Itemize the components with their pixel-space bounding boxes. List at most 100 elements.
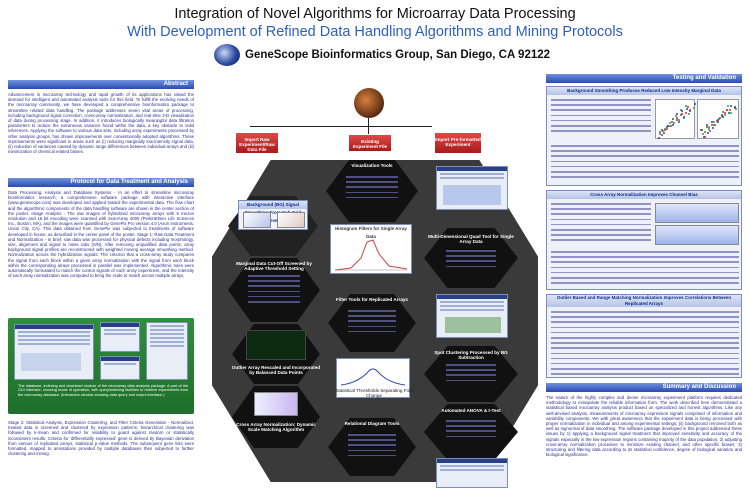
scatter-point (687, 112, 690, 115)
scatter-point (671, 118, 674, 121)
database-flowchart (146, 322, 188, 380)
bg-smoothing-figure: Background (BG) Signal Smoothing From Su… (238, 200, 308, 230)
spot-clustering-text (446, 364, 496, 385)
scatter-point (692, 107, 695, 110)
flow-arrow (250, 126, 432, 127)
scatter-point (733, 105, 736, 108)
scatter-point (708, 130, 711, 133)
cross-norm-plot (254, 392, 298, 416)
abstract-text: Advancement in microarray technology and… (8, 92, 194, 155)
protocol-heading: Protocol for Data Treatment and Analysis (8, 178, 194, 187)
stats-figure: Statistical Thresholds Separating Fold C… (335, 358, 413, 398)
relational-text (348, 434, 396, 460)
visualization-screenshot (436, 166, 508, 210)
scatter-point (711, 121, 714, 124)
scatter-point (718, 116, 721, 119)
scatter-point (660, 128, 663, 131)
database-figure-panel: The database, indexing and download modu… (8, 318, 194, 414)
scatter-point (681, 109, 684, 112)
cross-banner: Cross Array Normalization Improves Chann… (547, 191, 741, 199)
cross-plot-1 (655, 203, 739, 223)
spot-clustering-label: Spot Clustering Processed by BG Subtract… (434, 350, 508, 360)
filter-screenshot (436, 294, 508, 338)
scatter-point (730, 104, 733, 107)
scatter-point (707, 132, 710, 135)
scatter-point (669, 122, 672, 125)
scatter-point (716, 119, 719, 122)
scatter-point (721, 114, 724, 117)
cross-panel-text-2 (551, 251, 739, 287)
poster-subtitle: With Development of Refined Data Handlin… (127, 24, 623, 40)
scatter-point (658, 137, 660, 139)
relational-label: Relational Diagram Tools (344, 421, 400, 426)
bg-smoothing-caption: Background (BG) Signal Smoothing From Su… (239, 201, 307, 223)
relational-screenshot (436, 458, 508, 488)
scatter-point (703, 130, 706, 133)
scatter-point (667, 124, 670, 127)
scatter-point (711, 127, 714, 130)
histogram-figure: Histogram Filters for Single Array Data (330, 224, 412, 274)
scatter-point (729, 112, 732, 114)
existing-file-box: Existing Experiment File (348, 134, 392, 152)
poster-title: Integration of Novel Algorithms for Micr… (174, 6, 576, 22)
marginal-cutoff-caption: Marginal Data Cut-Off Screened by Adapti… (236, 261, 312, 271)
protocol-text: Data Processing, Analysis and Database S… (8, 190, 194, 279)
scatter-point (683, 116, 686, 119)
genescope-logo (214, 44, 240, 66)
visualization-text (346, 176, 398, 202)
anova-text (446, 420, 496, 441)
scatter-point (677, 119, 680, 122)
scatter-point (712, 124, 715, 127)
scatter-point (661, 134, 664, 137)
multi-quad-text (446, 250, 496, 271)
scatter-point (727, 105, 730, 108)
stats-caption: Statistical Thresholds Separating Fold C… (335, 388, 413, 398)
outlier-panel: Outlier Based and Range Matching Normali… (546, 294, 742, 378)
scatter-point (705, 126, 708, 128)
bg-scatter-2 (697, 99, 739, 139)
cross-panel-text (551, 203, 651, 245)
scatter-point (675, 117, 678, 120)
scatter-point (670, 124, 672, 127)
scatter-point (684, 112, 687, 115)
scatter-point (724, 112, 727, 115)
stats-curve (340, 368, 406, 386)
scatter-point (679, 109, 682, 112)
figure-caption: The database, indexing and download modu… (18, 384, 188, 397)
visualization-tools-label: Visualization Tools (351, 163, 393, 168)
scatter-point (705, 124, 708, 127)
scatter-point (703, 136, 706, 139)
scatter-point (689, 109, 692, 112)
scatter-point (666, 127, 669, 130)
scatter-point (662, 130, 665, 133)
bg-panel-text-2 (551, 145, 739, 181)
scatter-point (726, 108, 729, 111)
scatter-point (722, 116, 725, 119)
abstract-heading: Abstract (8, 80, 194, 89)
multi-quad-caption: Multi-Dimensional Quad Tool for Single A… (428, 234, 514, 244)
summary-text: The nature of the highly complex and den… (546, 395, 742, 458)
scatter-point (721, 115, 723, 118)
scatter-point (670, 121, 673, 124)
variance-caption: Outlier Array Rescaled and Incorporated … (231, 365, 321, 375)
bg-scatter-1 (655, 99, 696, 139)
cross-plot-2 (655, 225, 739, 245)
scatter-point (662, 131, 665, 134)
scatter-point (685, 107, 688, 110)
anova-label: Automated ANOVA & t-Test (441, 408, 501, 413)
outlier-banner: Outlier Based and Range Matching Normali… (547, 295, 741, 307)
variance-plot (246, 330, 306, 360)
import-preformatted-box: Import Pre-formatted Experiment (434, 132, 482, 154)
scatter-point (674, 115, 677, 118)
scatter-point (735, 108, 738, 111)
scatter-point (680, 114, 683, 117)
cross-norm-panel: Cross Array Normalization Improves Chann… (546, 190, 742, 290)
marginal-cutoff-text (248, 275, 300, 306)
scatter-point (664, 128, 667, 131)
affiliation: GeneScope Bioinformatics Group, San Dieg… (245, 49, 551, 61)
scatter-point (686, 106, 689, 109)
database-screenshot-3 (100, 356, 140, 380)
stage2-text: Stage 2: Statistical Analysis, Expressio… (8, 420, 194, 457)
microarray-sphere-image (354, 88, 384, 118)
filter-tools-text (348, 310, 396, 336)
